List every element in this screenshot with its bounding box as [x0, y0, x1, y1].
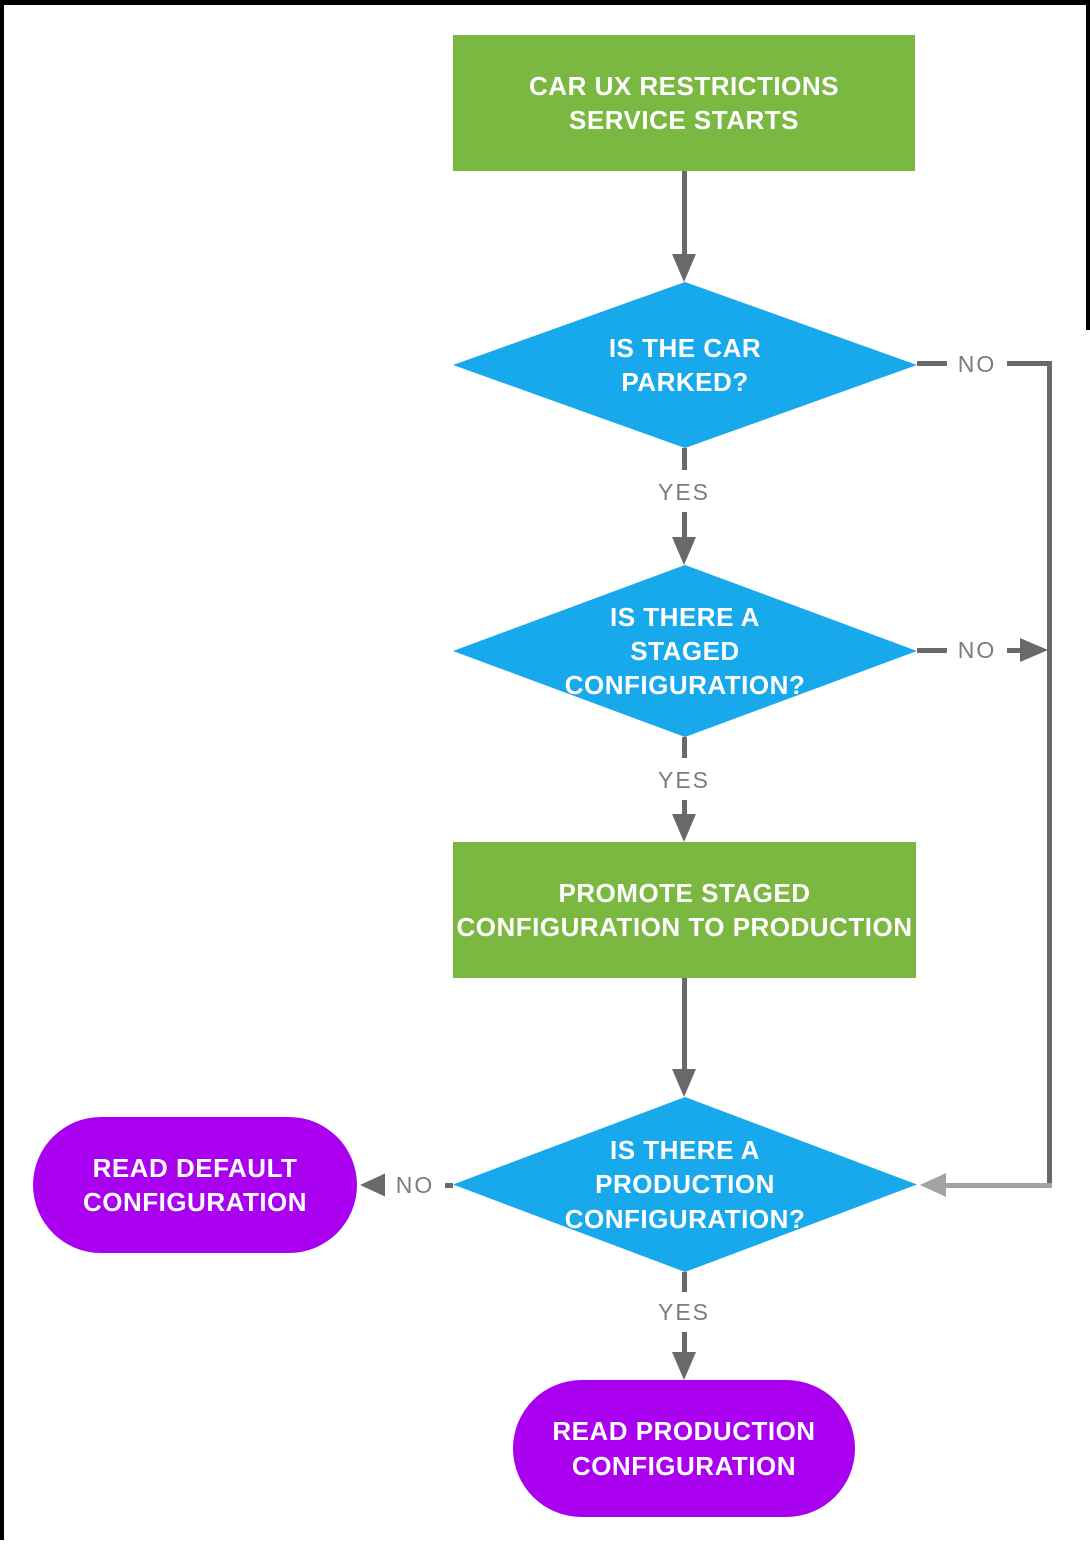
arrowhead-down-icon: [672, 814, 696, 842]
node-is-production-configuration-label: IS THERE A PRODUCTION CONFIGURATION?: [564, 1135, 806, 1234]
edge-label-staged-yes: YES: [654, 766, 714, 794]
connector-production-no-stub: [441, 1183, 453, 1188]
node-is-production-configuration: IS THERE A PRODUCTION CONFIGURATION?: [453, 1097, 917, 1272]
page-border-top: [0, 0, 1090, 5]
connector-no-return: [946, 1183, 1052, 1188]
edge-label-parked-no: NO: [947, 350, 1007, 378]
edge-label-production-no: NO: [385, 1171, 445, 1199]
node-is-staged-configuration: IS THERE A STAGED CONFIGURATION?: [453, 565, 917, 737]
connector-parked-no-seg2: [1006, 361, 1052, 366]
connector-no-vertical: [1047, 361, 1052, 1188]
node-service-starts: CAR UX RESTRICTIONS SERVICE STARTS: [453, 35, 915, 171]
arrowhead-right-icon: [1020, 638, 1048, 662]
connector-start-to-parked: [682, 171, 687, 256]
arrowhead-down-icon: [672, 537, 696, 565]
arrowhead-down-icon: [672, 254, 696, 282]
node-read-production-configuration-label: READ PRODUCTION CONFIGURATION: [552, 1416, 816, 1481]
edge-label-parked-yes: YES: [654, 478, 714, 506]
page-border-right: [1086, 0, 1090, 330]
node-is-car-parked-label: IS THE CAR PARKED?: [608, 332, 762, 397]
connector-staged-no-seg1: [917, 648, 947, 653]
connector-parked-no-seg1: [917, 361, 947, 366]
connector-production-yes: [682, 1332, 687, 1353]
connector-parked-yes: [682, 512, 687, 538]
connector-parked-yes-stub: [682, 448, 687, 470]
arrowhead-down-icon: [672, 1069, 696, 1097]
connector-promote-to-production: [682, 978, 687, 1070]
arrowhead-left-icon: [360, 1173, 386, 1197]
node-read-default-configuration: READ DEFAULT CONFIGURATION: [33, 1117, 357, 1253]
arrowhead-left-icon: [920, 1173, 946, 1197]
page-border-left: [0, 0, 4, 1540]
node-read-default-configuration-label: READ DEFAULT CONFIGURATION: [82, 1152, 308, 1217]
connector-staged-no-seg2: [1004, 648, 1020, 653]
connector-staged-yes: [682, 800, 687, 815]
arrowhead-down-icon: [672, 1352, 696, 1380]
connector-production-yes-stub: [682, 1272, 687, 1292]
node-promote-staged: PROMOTE STAGED CONFIGURATION TO PRODUCTI…: [453, 842, 916, 978]
edge-label-production-yes: YES: [654, 1298, 714, 1326]
node-is-staged-configuration-label: IS THERE A STAGED CONFIGURATION?: [564, 601, 806, 701]
node-service-starts-label: CAR UX RESTRICTIONS SERVICE STARTS: [529, 70, 839, 135]
connector-staged-yes-stub: [682, 737, 687, 758]
node-promote-staged-label: PROMOTE STAGED CONFIGURATION TO PRODUCTI…: [456, 877, 913, 942]
edge-label-staged-no: NO: [947, 636, 1007, 664]
node-read-production-configuration: READ PRODUCTION CONFIGURATION: [513, 1380, 855, 1517]
node-is-car-parked: IS THE CAR PARKED?: [453, 282, 917, 448]
